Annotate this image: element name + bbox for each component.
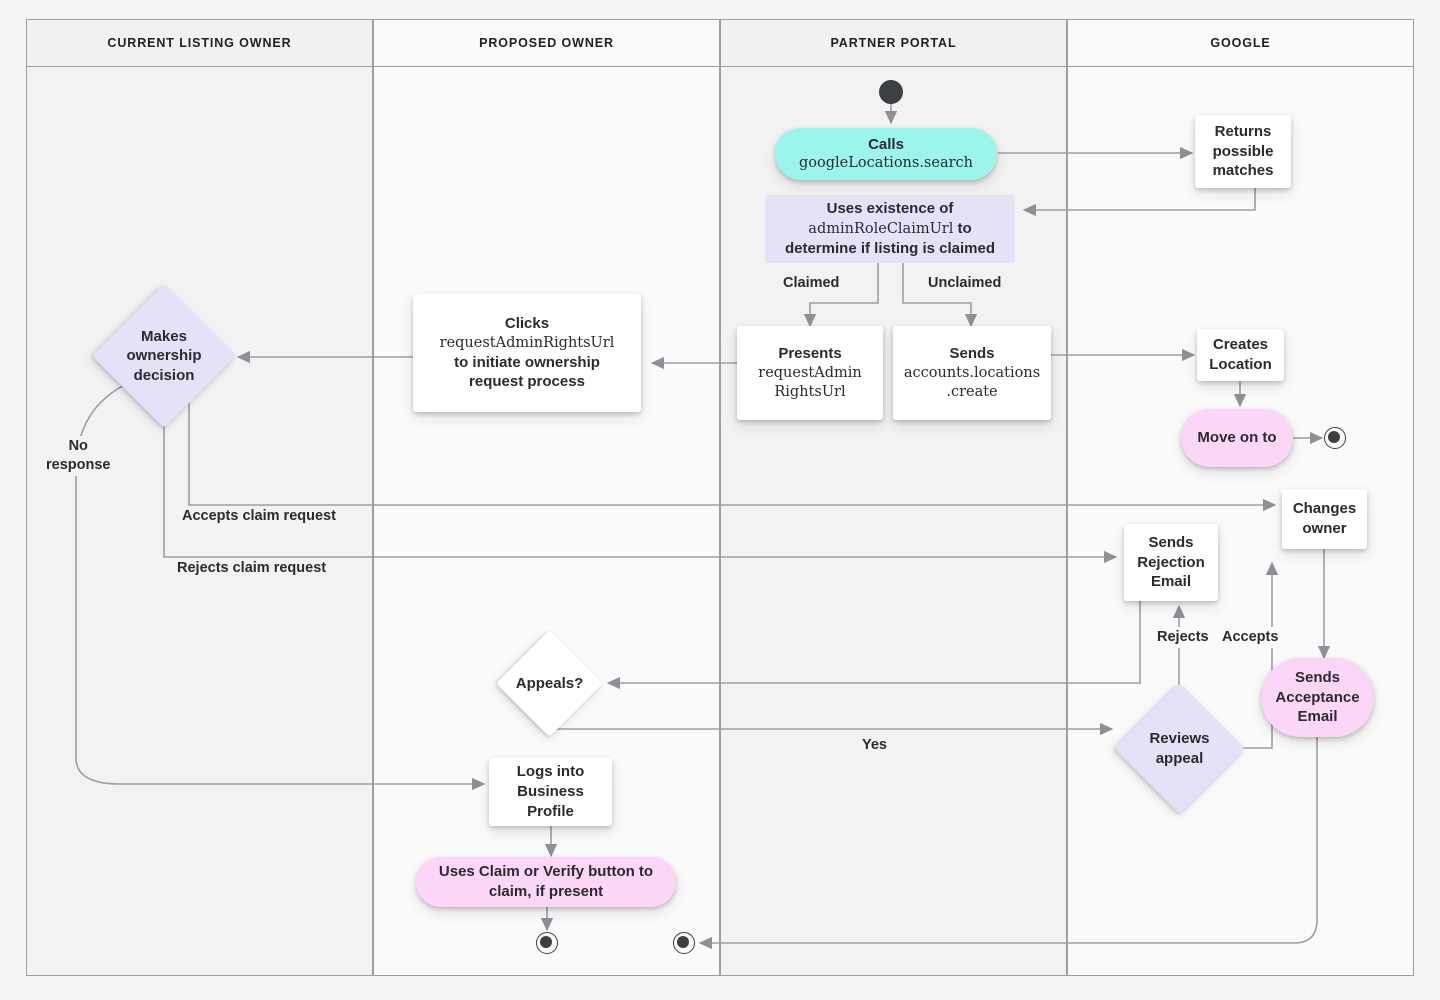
- node-line-2: adminRoleClaimUrl to: [808, 219, 971, 239]
- diamond-label: Appeals?: [515, 674, 584, 692]
- node-line-2: googleLocations.search: [798, 155, 973, 172]
- node-line-1: Uses existence of: [826, 200, 954, 218]
- node-sends-acceptance-email[interactable]: Sends Acceptance Email: [1261, 658, 1374, 737]
- edge-label-rejects: Rejects: [1153, 627, 1213, 649]
- edge-label-no-response: No response: [42, 436, 115, 477]
- edge-label-claimed: Claimed: [779, 273, 844, 295]
- node-uses-existence-adminroleclaimurl[interactable]: Uses existence of adminRoleClaimUrl to d…: [765, 195, 1015, 263]
- edge-label-rejects-claim-request: Rejects claim request: [173, 558, 331, 580]
- node-line-3: RightsUrl: [774, 383, 846, 400]
- lane-header-label: GOOGLE: [1210, 36, 1271, 50]
- node-move-on-to[interactable]: Move on to: [1181, 409, 1293, 467]
- node-reviews-appeal[interactable]: Reviews appeal: [1114, 683, 1245, 814]
- diamond-label: Makes ownership decision: [126, 327, 202, 384]
- node-logs-into-business-profile[interactable]: Logs into Business Profile: [489, 758, 612, 826]
- end-node-proposed-owner: [536, 932, 558, 954]
- node-presents-requestadminrightsurl[interactable]: Presents requestAdmin RightsUrl: [737, 326, 883, 420]
- lane-body-proposed-owner: [373, 67, 720, 976]
- node-appeals-question[interactable]: Appeals?: [496, 630, 603, 737]
- node-line-3: determine if listing is claimed: [784, 240, 996, 258]
- node-line-2-tail: to: [953, 219, 972, 237]
- diamond-label: Reviews appeal: [1149, 730, 1210, 767]
- node-line-2: requestAdmin: [758, 364, 862, 381]
- node-sends-rejection-email[interactable]: Sends Rejection Email: [1124, 524, 1218, 601]
- edge-label-accepts: Accepts: [1218, 627, 1283, 649]
- node-makes-ownership-decision[interactable]: Makes ownership decision: [92, 284, 236, 428]
- node-changes-owner[interactable]: Changes owner: [1282, 489, 1367, 549]
- lane-header-label: PARTNER PORTAL: [830, 36, 957, 50]
- start-node-partner-portal: [879, 80, 903, 104]
- node-line-4: request process: [469, 373, 585, 391]
- node-line-3: .create: [946, 383, 998, 400]
- node-code-adminroleclaimurl: adminRoleClaimUrl: [808, 220, 954, 237]
- node-line-1: Sends: [949, 344, 995, 362]
- edge-label-yes: Yes: [858, 735, 891, 757]
- lane-header-proposed-owner: PROPOSED OWNER: [373, 19, 720, 67]
- lane-header-current-listing-owner: CURRENT LISTING OWNER: [26, 19, 373, 67]
- edge-label-unclaimed: Unclaimed: [924, 273, 1006, 295]
- node-sends-accounts-locations-create[interactable]: Sends accounts.locations .create: [893, 326, 1051, 420]
- node-returns-possible-matches[interactable]: Returns possible matches: [1195, 115, 1291, 188]
- node-clicks-requestadminrightsurl[interactable]: Clicks requestAdminRightsUrl to initiate…: [413, 294, 641, 412]
- end-node-partner-portal: [673, 932, 695, 954]
- lane-header-label: CURRENT LISTING OWNER: [107, 36, 292, 50]
- lane-header-label: PROPOSED OWNER: [479, 36, 614, 50]
- end-node-google: [1324, 427, 1346, 449]
- lane-header-partner-portal: PARTNER PORTAL: [720, 19, 1067, 67]
- lane-header-google: GOOGLE: [1067, 19, 1414, 67]
- node-line-3: to initiate ownership: [454, 353, 600, 371]
- node-line-2: requestAdminRightsUrl: [439, 334, 615, 351]
- node-line-1: Calls: [868, 135, 904, 153]
- node-line-2: accounts.locations: [903, 364, 1041, 381]
- node-uses-claim-or-verify-button[interactable]: Uses Claim or Verify button to claim, if…: [416, 857, 676, 907]
- edge-label-accepts-claim-request: Accepts claim request: [178, 506, 340, 528]
- node-line-1: Presents: [778, 344, 842, 362]
- node-line-1: Clicks: [504, 314, 550, 332]
- node-creates-location[interactable]: Creates Location: [1197, 329, 1284, 381]
- node-calls-googlelocations-search[interactable]: Calls googleLocations.search: [775, 128, 997, 180]
